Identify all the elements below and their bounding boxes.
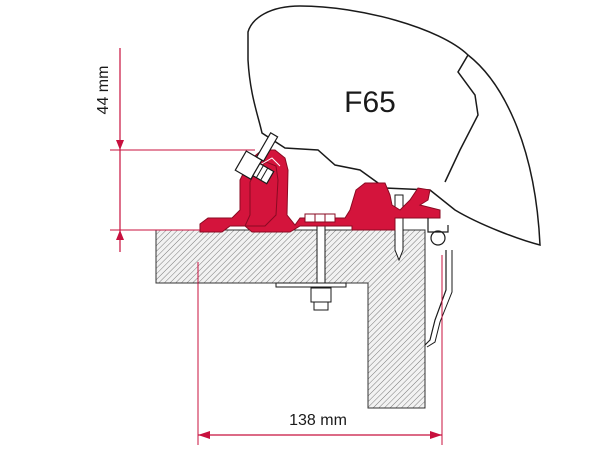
dimension-138mm-label: 138 mm [289, 412, 347, 429]
bracket-bolt [234, 132, 279, 185]
mounting-bolt [275, 214, 347, 311]
product-label: F65 [344, 86, 396, 119]
dimension-44mm [110, 48, 255, 252]
side-rail [424, 218, 453, 348]
roof-wood-beam [155, 229, 426, 409]
dimension-44mm-label: 44 mm [95, 66, 112, 115]
wood-screw [394, 194, 404, 262]
dimension-138mm [197, 255, 443, 445]
